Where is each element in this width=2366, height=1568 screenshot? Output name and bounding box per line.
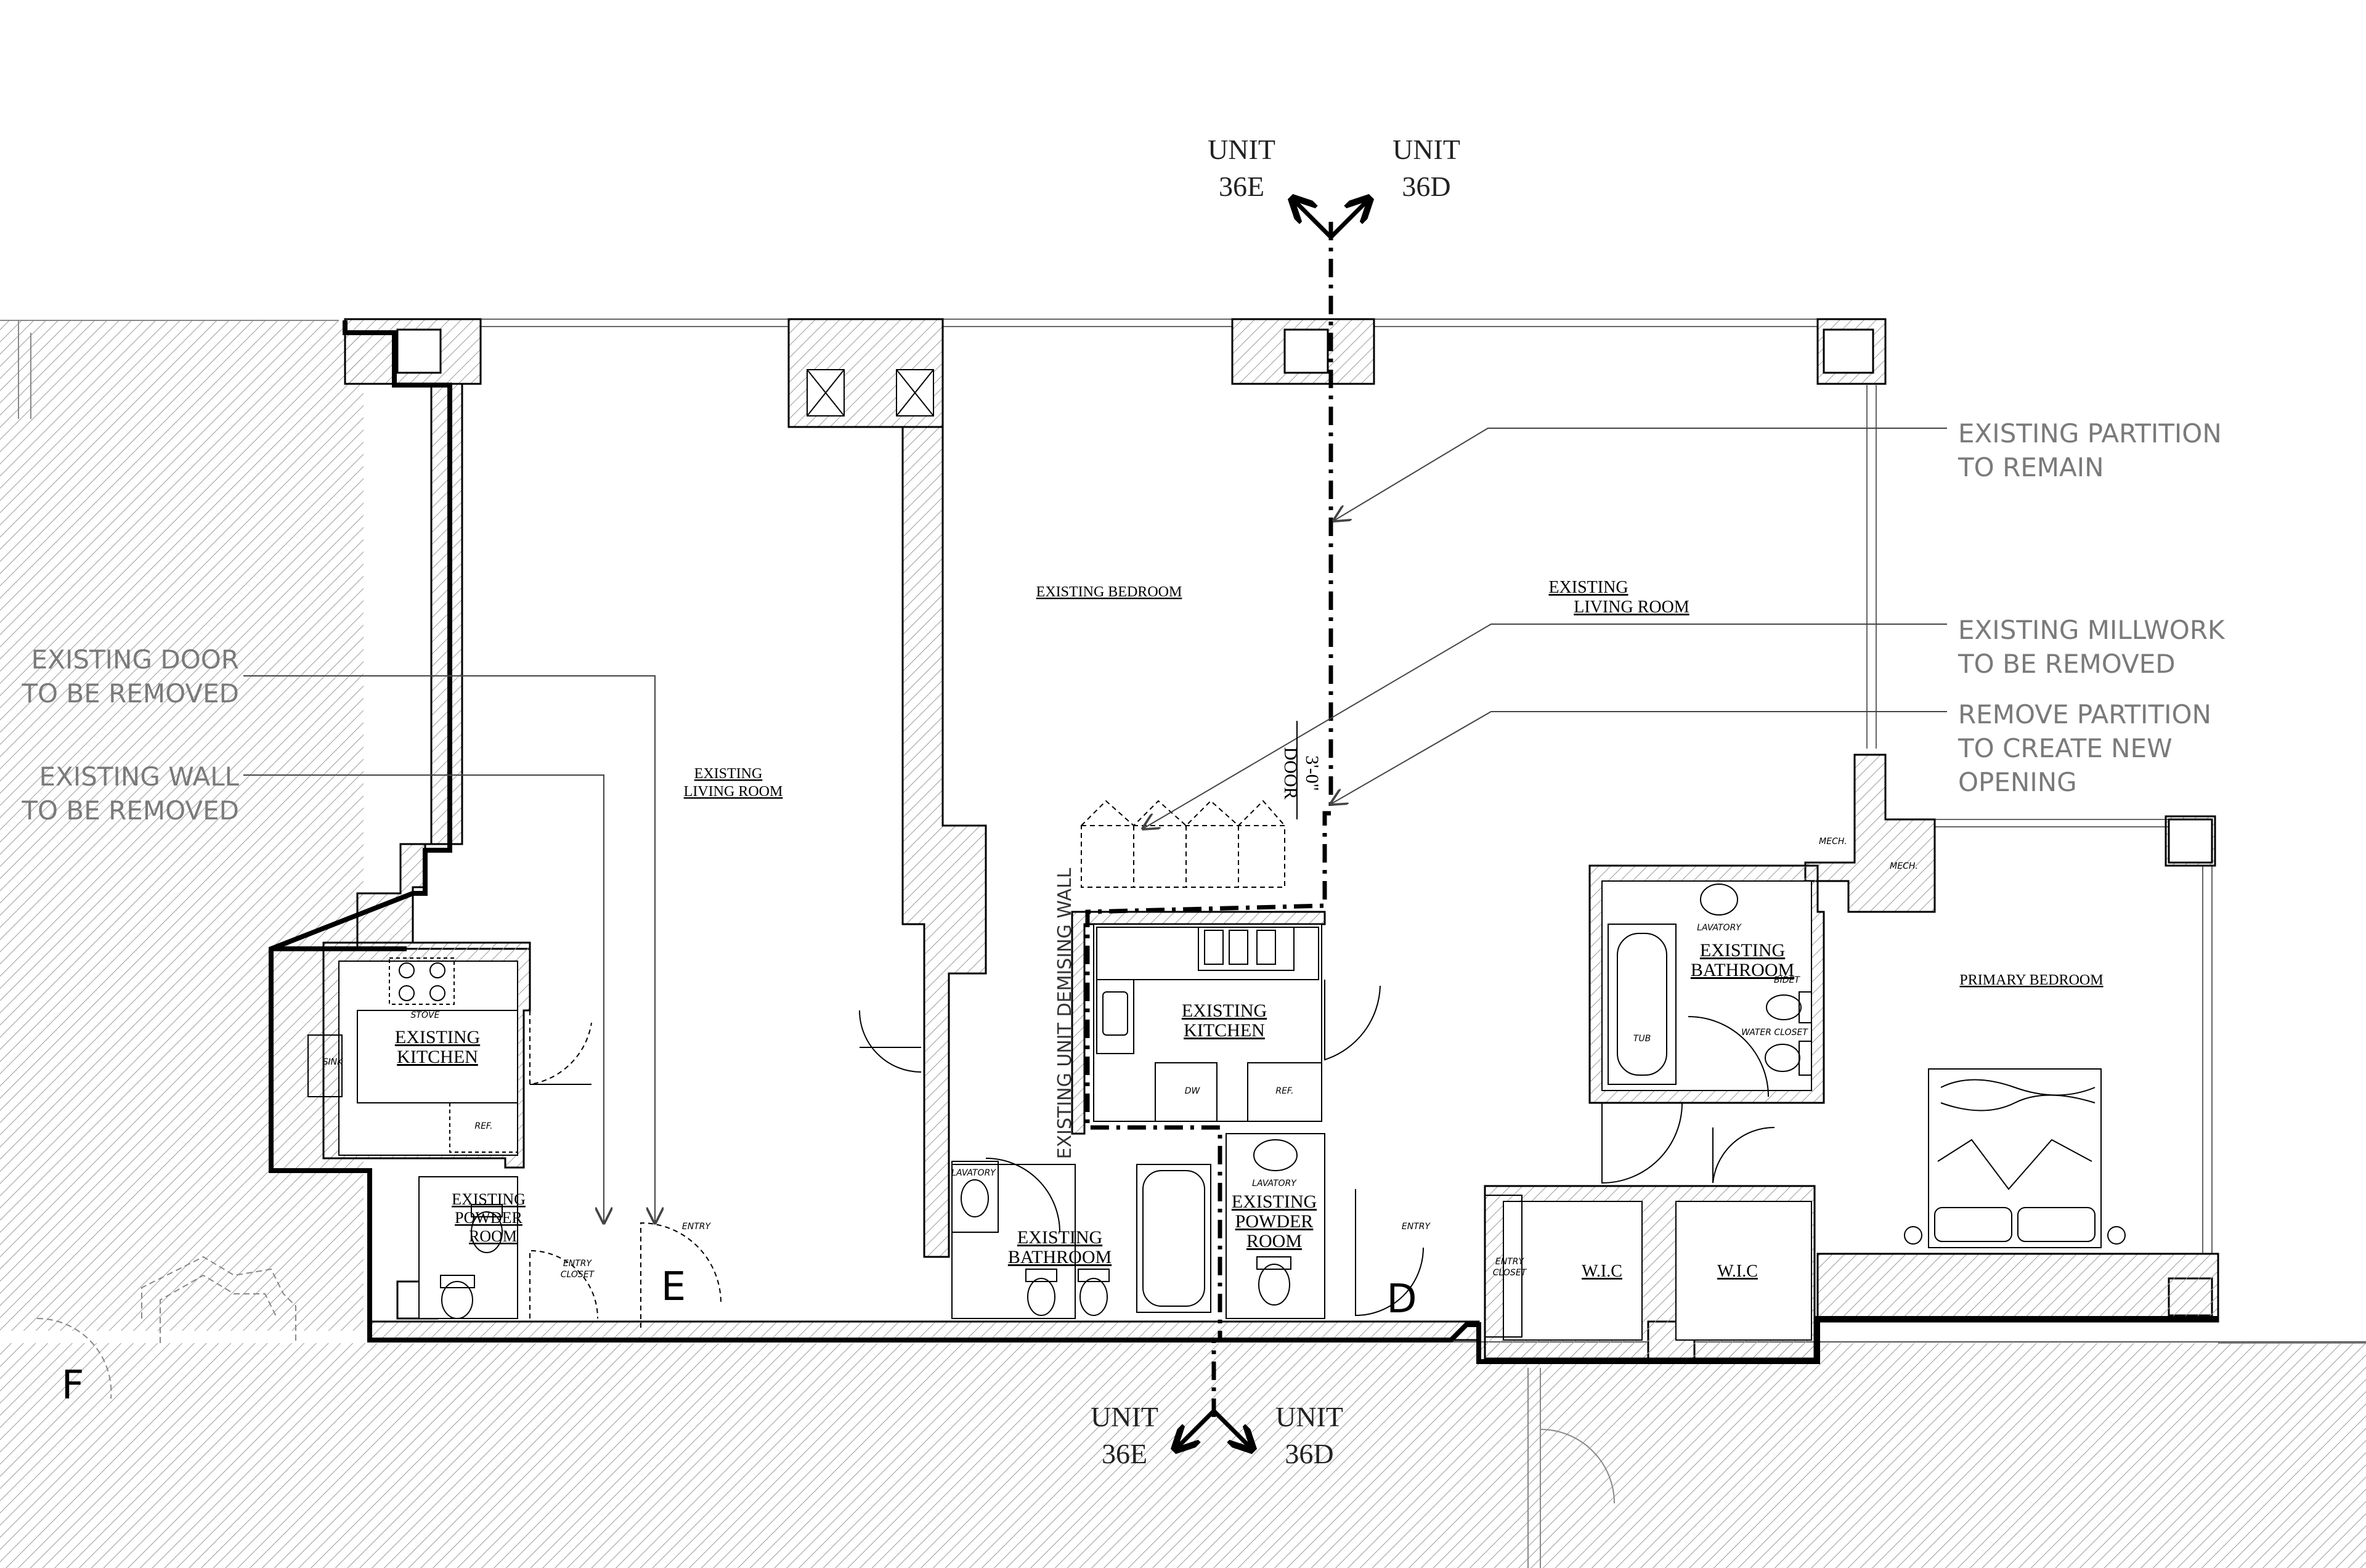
svg-text:TO CREATE NEW: TO CREATE NEW bbox=[1957, 733, 2173, 763]
room-kitchen-left-line2: KITCHEN bbox=[397, 1047, 478, 1067]
room-powder-left-line3: ROOM bbox=[469, 1227, 517, 1245]
entry-letter-e: E bbox=[661, 1264, 686, 1310]
room-kitchen-center-line1: EXISTING bbox=[1182, 1001, 1267, 1021]
note-remove-partition: REMOVE PARTITION TO CREATE NEW OPENING bbox=[1957, 699, 2211, 797]
note-existing-wall: EXISTING WALL TO BE REMOVED bbox=[21, 762, 239, 826]
label-entry-closet-right-2: CLOSET bbox=[1493, 1268, 1527, 1278]
leader-lines bbox=[243, 428, 1947, 1223]
unit-label-bottom-left: UNIT 36E bbox=[1091, 1401, 1158, 1469]
millwork-to-remove bbox=[1081, 800, 1285, 888]
room-powder-center-line1: EXISTING bbox=[1232, 1192, 1317, 1212]
svg-text:TO BE REMOVED: TO BE REMOVED bbox=[1957, 649, 2176, 679]
svg-text:REMOVE PARTITION: REMOVE PARTITION bbox=[1958, 699, 2211, 729]
neighbor-outline-right bbox=[1527, 1343, 2366, 1568]
label-entry-closet-left-1: ENTRY bbox=[563, 1259, 593, 1269]
room-powder-center-line2: POWDER bbox=[1235, 1211, 1314, 1232]
label-entry-left: ENTRY bbox=[682, 1222, 712, 1232]
svg-text:EXISTING MILLWORK: EXISTING MILLWORK bbox=[1958, 615, 2226, 645]
label-mech-2: MECH. bbox=[1890, 861, 1918, 871]
room-living-right-line2: LIVING ROOM bbox=[1574, 598, 1689, 617]
label-lavatory-right: LAVATORY bbox=[1697, 923, 1742, 933]
room-bath-center-line1: EXISTING bbox=[1017, 1227, 1102, 1248]
entry-letter-d: D bbox=[1386, 1277, 1417, 1322]
label-lavatory-center: LAVATORY bbox=[951, 1168, 996, 1178]
unit-arrow-bottom bbox=[1177, 1409, 1251, 1448]
label-entry-closet-right-1: ENTRY bbox=[1495, 1257, 1525, 1267]
label-ref-center: REF. bbox=[1275, 1086, 1293, 1096]
unit-arrow-top bbox=[1294, 200, 1368, 239]
svg-text:TO REMAIN: TO REMAIN bbox=[1957, 452, 2104, 482]
bath-right-fixtures bbox=[1601, 884, 1812, 1184]
svg-text:36E: 36E bbox=[1102, 1438, 1147, 1469]
duct-shafts bbox=[807, 369, 934, 416]
svg-text:EXISTING DOOR: EXISTING DOOR bbox=[31, 644, 239, 675]
kitchen-left-fixtures bbox=[307, 957, 592, 1153]
svg-text:36D: 36D bbox=[1285, 1438, 1333, 1469]
svg-text:TO BE REMOVED: TO BE REMOVED bbox=[21, 795, 239, 826]
label-bidet: BIDET bbox=[1774, 975, 1800, 985]
label-dw: DW bbox=[1185, 1086, 1201, 1096]
svg-text:UNIT: UNIT bbox=[1091, 1401, 1158, 1432]
svg-text:3'-0": 3'-0" bbox=[1302, 755, 1322, 791]
label-sink: SINK bbox=[323, 1057, 344, 1067]
unit-label-top-left: UNIT 36E bbox=[1208, 134, 1275, 202]
unit-separator-line bbox=[1085, 222, 1333, 1417]
window-walls bbox=[481, 319, 2213, 1254]
structural-columns bbox=[344, 318, 2216, 867]
door-dimension: 3'-0" DOOR bbox=[1280, 721, 1322, 819]
label-demising-wall: EXISTING UNIT DEMISING WALL bbox=[1054, 867, 1076, 1159]
powder-fixtures bbox=[440, 1139, 1298, 1319]
svg-text:OPENING: OPENING bbox=[1958, 767, 2077, 797]
bath-center-fixtures bbox=[951, 1158, 1211, 1316]
neighbor-outline-left bbox=[36, 1256, 296, 1399]
room-wic-right: W.I.C bbox=[1717, 1262, 1758, 1281]
room-wic-left: W.I.C bbox=[1582, 1262, 1622, 1281]
room-powder-center-line3: ROOM bbox=[1246, 1231, 1302, 1251]
room-living-left-line1: EXISTING bbox=[694, 766, 763, 782]
svg-text:36D: 36D bbox=[1402, 171, 1450, 202]
room-living-left-line2: LIVING ROOM bbox=[684, 784, 783, 800]
note-existing-partition: EXISTING PARTITION TO REMAIN bbox=[1957, 418, 2222, 482]
room-powder-left-line1: EXISTING bbox=[452, 1190, 526, 1208]
unit-label-top-right: UNIT 36D bbox=[1392, 134, 1460, 202]
svg-text:EXISTING WALL: EXISTING WALL bbox=[39, 762, 240, 792]
entry-fixtures bbox=[859, 1010, 1522, 1338]
corridor-hatch bbox=[0, 1341, 2366, 1568]
entry-letter-f: F bbox=[62, 1363, 84, 1408]
label-tub: TUB bbox=[1633, 1034, 1651, 1044]
room-primary-bedroom: PRIMARY BEDROOM bbox=[1959, 972, 2103, 988]
label-entry-closet-left-2: CLOSET bbox=[561, 1270, 595, 1280]
bed bbox=[1904, 1068, 2126, 1248]
room-existing-bedroom: EXISTING BEDROOM bbox=[1036, 584, 1182, 600]
room-bath-right-line1: EXISTING bbox=[1700, 940, 1785, 961]
svg-text:TO BE REMOVED: TO BE REMOVED bbox=[21, 678, 239, 709]
label-lavatory-center-2: LAVATORY bbox=[1252, 1179, 1297, 1188]
room-living-right-line1: EXISTING bbox=[1548, 578, 1628, 597]
note-existing-door: EXISTING DOOR TO BE REMOVED bbox=[21, 644, 239, 709]
room-kitchen-left-line1: EXISTING bbox=[395, 1027, 480, 1047]
svg-text:DOOR: DOOR bbox=[1280, 747, 1301, 799]
label-ref-left: REF. bbox=[474, 1121, 492, 1131]
unit-label-bottom-right: UNIT 36D bbox=[1275, 1401, 1343, 1469]
room-bath-center-line2: BATHROOM bbox=[1008, 1247, 1112, 1267]
label-entry-right: ENTRY bbox=[1402, 1222, 1431, 1232]
kitchen-center-fixtures bbox=[1096, 927, 1381, 1122]
neighbor-unit-left bbox=[0, 320, 364, 1331]
note-existing-millwork: EXISTING MILLWORK TO BE REMOVED bbox=[1957, 615, 2226, 679]
label-stove: STOVE bbox=[411, 1010, 440, 1020]
svg-text:UNIT: UNIT bbox=[1275, 1401, 1343, 1432]
svg-text:UNIT: UNIT bbox=[1208, 134, 1275, 165]
label-water-closet: WATER CLOSET bbox=[1741, 1028, 1808, 1038]
svg-text:UNIT: UNIT bbox=[1392, 134, 1460, 165]
svg-text:36E: 36E bbox=[1219, 171, 1264, 202]
demising-walls bbox=[269, 320, 2218, 1364]
label-mech-1: MECH. bbox=[1819, 837, 1847, 847]
room-bath-right-line2: BATHROOM bbox=[1691, 960, 1794, 980]
room-powder-left-line2: POWDER bbox=[455, 1209, 522, 1227]
svg-text:EXISTING PARTITION: EXISTING PARTITION bbox=[1958, 418, 2222, 449]
door-to-remove bbox=[640, 1222, 722, 1328]
room-kitchen-center-line2: KITCHEN bbox=[1184, 1020, 1265, 1041]
